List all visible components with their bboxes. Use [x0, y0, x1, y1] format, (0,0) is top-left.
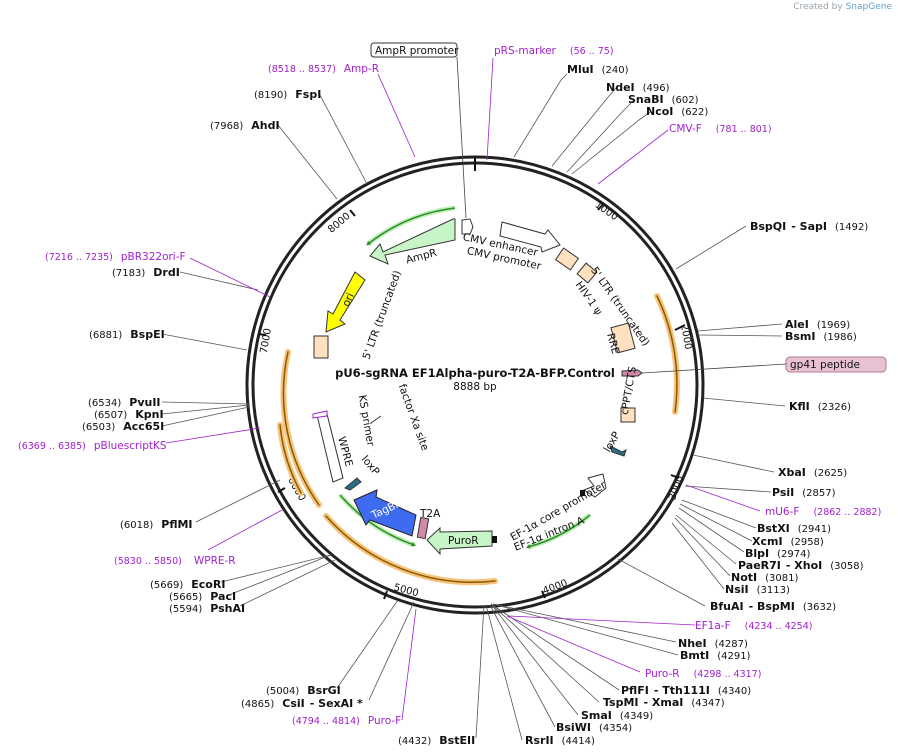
enzyme-bsteii: (4432)BstEII [398, 734, 475, 747]
rre-label: RRE [604, 332, 621, 356]
ks-primer-marker [312, 410, 328, 419]
enzyme-noti: NotI(3081) [731, 571, 798, 584]
enzyme-bfuai: BfuAI- BspMI(3632) [710, 600, 836, 613]
tagbfp-arrow[interactable] [353, 489, 417, 537]
gp41-box [785, 356, 887, 373]
enzyme-bsrgi: (5004)BsrGI [266, 684, 341, 697]
ltr5-right-block[interactable] [576, 262, 598, 284]
enzyme-acc65i: (6503)Acc65I [82, 420, 164, 433]
gp41-label: gp41 peptide [790, 359, 860, 371]
ltr5-left-label: 5' LTR (truncated) [361, 269, 404, 361]
primer-prs-marker: pRS-marker(56 .. 75) [494, 45, 614, 57]
tick-label-1000: 1000 [593, 200, 620, 224]
orange-arcs [277, 293, 680, 586]
tick-label-8000: 8000 [326, 211, 353, 236]
enzyme-nsii: NsiI(3113) [725, 583, 790, 596]
puror-label: PuroR [448, 535, 479, 547]
enzyme-bspei: (6881)BspEI [89, 328, 165, 341]
enzyme-bmti: BmtI(4291) [680, 649, 751, 662]
features [312, 218, 643, 556]
cppt-block[interactable] [620, 407, 636, 423]
loxp-left-label: loxP [359, 453, 382, 477]
enzyme-paer7i: PaeR7I- XhoI(3058) [738, 559, 864, 572]
primer-puro-f: (4794 .. 4814)Puro-F [292, 715, 401, 727]
primer-leaders [165, 57, 761, 721]
primer-cmv-f: CMV-F(781 .. 801) [669, 123, 772, 135]
tick-label-2000: 2000 [678, 323, 693, 350]
enzyme-pflfi: PflFI- Tth111I(4340) [621, 684, 751, 697]
enzyme-blpi: BlpI(2974) [745, 547, 810, 560]
primer-mu6-f: mU6-F(2862 .. 2882) [765, 506, 881, 518]
center-title: pU6-sgRNA EF1Alpha-puro-T2A-BFP.Control … [335, 366, 615, 393]
primer-pbr322ori-f: (7216 .. 7235)pBR322ori-F [45, 251, 186, 263]
puror-marker [492, 536, 497, 543]
ampr-arrow[interactable] [369, 218, 456, 265]
loxp-right-arrow[interactable] [609, 445, 627, 457]
ampr-promoter-block[interactable] [461, 218, 474, 235]
enzyme-kpni: (6507)KpnI [94, 408, 164, 421]
ori-label: ori [340, 291, 357, 308]
ampr-promoter-label: AmpR promoter [375, 45, 459, 57]
green-arcs [338, 205, 592, 550]
enzyme-labels: MluI(240) NdeI(496) SnaBI(602) NcoI(622)… [82, 63, 868, 747]
enzyme-ahdi: (7968)AhdI [210, 119, 280, 132]
tick-label-7000: 7000 [259, 327, 274, 354]
enzyme-ecori: (5669)EcoRI [150, 578, 225, 591]
enzyme-kfli: KflI(2326) [789, 400, 851, 413]
enzyme-bspqi: BspQI- SapI(1492) [750, 220, 868, 233]
ruler-ticks [257, 157, 686, 600]
tick-label-3000: 3000 [667, 474, 686, 502]
enzyme-mlui: MluI(240) [567, 63, 629, 76]
t2a-block[interactable] [416, 516, 430, 540]
rre-block[interactable] [610, 322, 636, 354]
loxp-left-arrow[interactable] [344, 477, 362, 491]
primer-ef1a-f: EF1a-F(4234 .. 4254) [695, 620, 812, 632]
enzyme-xcmi: XcmI(2958) [752, 535, 824, 548]
gp41-arrow[interactable] [621, 369, 643, 377]
primer-labels: pRS-marker(56 .. 75) CMV-F(781 .. 801) m… [18, 45, 881, 727]
primer-puro-r: Puro-R(4298 .. 4317) [645, 668, 761, 680]
enzyme-nhei: NheI(4287) [678, 637, 748, 650]
factor-xa-label: factor Xa site [396, 382, 431, 452]
ori-arrow[interactable] [325, 271, 366, 333]
enzyme-bsiwi: BsiWI(4354) [556, 721, 632, 734]
enzyme-xbai: XbaI(2625) [778, 466, 847, 479]
enzyme-smai: SmaI(4349) [581, 709, 653, 722]
enzyme-paci: (5665)PacI [169, 590, 236, 603]
plasmid-length: 8888 bp [453, 381, 497, 393]
enzyme-csii: (4865)CsiI- SexAI * [241, 697, 363, 710]
enzyme-leaders [161, 73, 786, 741]
plasmid-name: pU6-sgRNA EF1Alpha-puro-T2A-BFP.Control [335, 366, 615, 380]
primer-pbluescriptks: (6369 .. 6385)pBluescriptKS [18, 440, 167, 452]
ef1a-marker [580, 490, 585, 496]
ltr5-left-block[interactable] [313, 335, 329, 359]
snapgene-brand: SnapGene [845, 2, 892, 12]
enzyme-alei: AleI(1969) [785, 318, 850, 331]
enzyme-pvuii: (6534)PvuII [88, 396, 161, 409]
factor-xa-tick [370, 415, 382, 424]
enzyme-snabi: SnaBI(602) [628, 93, 699, 106]
snapgene-credit: Created by SnapGene [793, 2, 892, 12]
enzyme-drdi: (7183)DrdI [112, 266, 180, 279]
primer-wpre-r: (5830 .. 5850)WPRE-R [114, 555, 236, 567]
enzyme-ncoi: NcoI(622) [646, 105, 708, 118]
puror-arrow[interactable] [426, 526, 493, 556]
enzyme-fspi: (8190)FspI [254, 88, 321, 101]
enzyme-bsmi: BsmI(1986) [785, 330, 857, 343]
ef1a-core-arrow[interactable] [582, 473, 607, 498]
enzyme-rsrii: RsrII(4414) [525, 734, 595, 747]
enzyme-pflmi: (6018)PflMI [120, 518, 193, 531]
enzyme-bstxi: BstXI(2941) [757, 522, 831, 535]
hiv-psi-block[interactable] [554, 247, 580, 271]
enzyme-ndei: NdeI(496) [606, 81, 670, 94]
enzyme-psii: PsiI(2857) [772, 486, 836, 499]
enzyme-tspmi: TspMI- XmaI(4347) [603, 696, 725, 709]
cmv-enhancer-arrow[interactable] [499, 221, 561, 253]
ampr-promoter-box [370, 42, 458, 58]
t2a-label: T2A [419, 508, 441, 520]
created-by-text: Created by [793, 2, 843, 12]
enzyme-pshai: (5594)PshAI [169, 602, 245, 615]
primer-amp-r: (8518 .. 8537)Amp-R [268, 63, 379, 75]
